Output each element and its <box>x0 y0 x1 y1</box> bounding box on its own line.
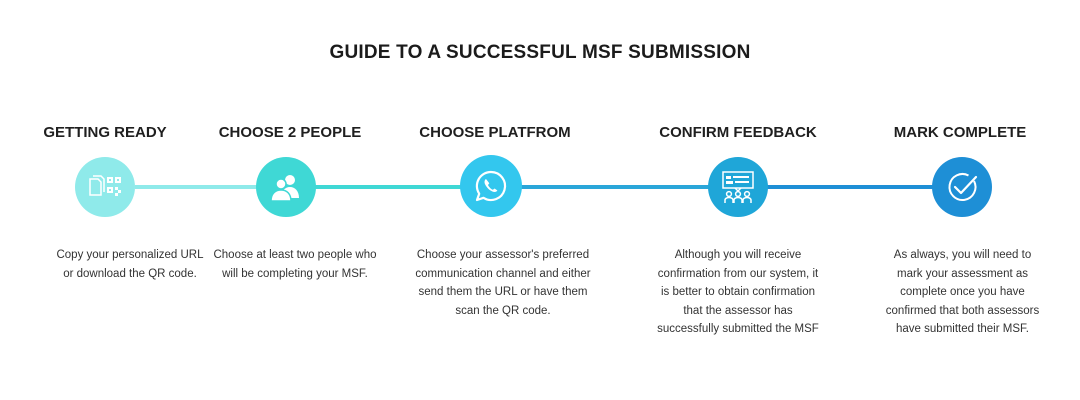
people-icon <box>270 175 299 202</box>
page-title: GUIDE TO A SUCCESSFUL MSF SUBMISSION <box>329 42 751 63</box>
step-circle-getting-ready <box>75 157 135 217</box>
step-desc-getting-ready: Copy your personalized URL or download t… <box>56 249 204 280</box>
check-circle-icon <box>948 173 978 202</box>
step-heading-mark-complete: MARK COMPLETE <box>893 124 1027 141</box>
step-circle-confirm-feedback <box>708 157 768 217</box>
step-heading-getting-ready: GETTING READY <box>43 124 167 141</box>
step-heading-confirm-feedback: CONFIRM FEEDBACK <box>659 124 817 141</box>
connector-3-4 <box>515 185 740 189</box>
presentation-audience-icon <box>722 171 754 203</box>
connector-1-2 <box>135 185 290 189</box>
step-heading-choose-platform: CHOOSE PLATFROM <box>419 124 571 141</box>
step-desc-choose-platform: Choose your assessor's preferred communi… <box>415 249 591 317</box>
whatsapp-icon <box>475 170 507 202</box>
connector-2-3 <box>315 185 495 189</box>
connector-4-5 <box>765 185 970 189</box>
qr-code-icon <box>89 175 121 196</box>
step-circle-mark-complete <box>932 157 992 217</box>
step-circle-choose-platform <box>460 155 522 217</box>
step-heading-choose-people: CHOOSE 2 PEOPLE <box>218 124 362 141</box>
step-desc-mark-complete: As always, you will need to mark your as… <box>885 249 1040 335</box>
step-circle-choose-people <box>256 157 316 217</box>
step-desc-choose-people: Choose at least two people who will be c… <box>213 249 377 280</box>
step-desc-confirm-feedback: Although you will receive confirmation f… <box>657 249 819 335</box>
